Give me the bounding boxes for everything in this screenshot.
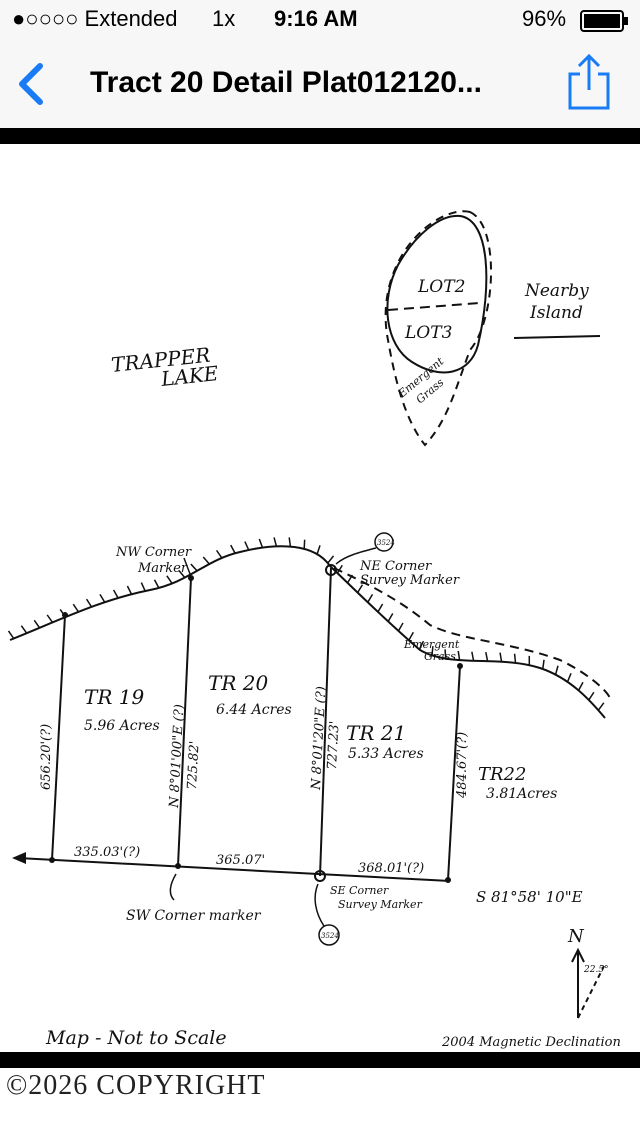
tr19-label: TR 19 xyxy=(84,685,144,709)
tr20-acres: 6.44 Acres xyxy=(216,702,292,718)
south-line-arrow xyxy=(12,852,26,864)
sw-arrow xyxy=(169,873,177,901)
nav-bar: Tract 20 Detail Plat012120... xyxy=(0,40,640,128)
nw-corner-label-1: NW Corner xyxy=(115,545,192,560)
north-arrow xyxy=(571,947,605,1019)
emergent-grass-line xyxy=(333,567,611,699)
zoom-level: 1x xyxy=(212,6,236,31)
sw-corner-label: SW Corner marker xyxy=(126,908,262,924)
tr21-label: TR 21 xyxy=(346,721,406,745)
tr22-west-dimension: 484.67'(?) xyxy=(455,732,470,799)
shoreline-hatching xyxy=(7,537,605,711)
plat-map-image: LOT2 LOT3 Nearby Island Emergent Grass T… xyxy=(0,144,640,1052)
status-bar: ●○○○○ Extended 1x 9:16 AM 96% xyxy=(0,0,640,40)
island-label: Island xyxy=(529,303,583,323)
ne-corner-label-1: NE Corner xyxy=(359,559,432,574)
share-icon xyxy=(568,54,610,110)
se-corner-marker xyxy=(314,870,326,882)
corner-points xyxy=(49,575,463,883)
image-top-border xyxy=(0,128,640,144)
lot2-label: LOT2 xyxy=(417,277,465,297)
nearby-label: Nearby xyxy=(524,281,589,301)
tr20-west-bearing: N 8°01'00"E (?) xyxy=(167,704,187,809)
se-corner-label-2: Survey Marker xyxy=(338,898,423,911)
se-corner-label-1: SE Corner xyxy=(330,884,389,897)
clock: 9:16 AM xyxy=(274,6,358,31)
battery-icon xyxy=(580,10,628,32)
tr20-label: TR 20 xyxy=(208,671,268,695)
tr19-west-dimension: 656.20'(?) xyxy=(39,724,54,790)
se-circle-stamp xyxy=(318,924,340,946)
emergent-grass-label-1: Emergent xyxy=(403,638,460,651)
island-underline xyxy=(513,335,601,339)
tr21-acres: 5.33 Acres xyxy=(348,746,424,762)
tr21-west-length: 727.23' xyxy=(325,720,343,770)
tr21-west-bearing: N 8°01'20"E (?) xyxy=(309,686,329,791)
tr22-acres: 3.81Acres xyxy=(486,786,557,802)
declination-angle: 22.5° xyxy=(583,965,609,975)
tr19-acres: 5.96 Acres xyxy=(84,718,160,734)
share-button[interactable] xyxy=(566,54,612,110)
south-dimension-3: 368.01'(?) xyxy=(358,861,424,876)
back-button[interactable] xyxy=(14,62,50,106)
nw-corner-label-2: Marker xyxy=(137,561,188,576)
north-label: N xyxy=(567,926,585,947)
not-to-scale-note: Map - Not to Scale xyxy=(45,1027,227,1049)
ne-corner-marker xyxy=(325,564,337,576)
south-bearing: S 81°58' 10"E xyxy=(476,888,583,906)
tr22-label: TR22 xyxy=(478,764,526,785)
carrier-signal: ●○○○○ Extended xyxy=(12,6,178,31)
lake-label-2: LAKE xyxy=(159,361,220,391)
battery-percent: 96% xyxy=(522,6,567,31)
se-circle-text: 3524 xyxy=(321,932,339,940)
copyright-watermark: ©2026 COPYRIGHT xyxy=(6,1070,266,1101)
south-dimension-1: 335.03'(?) xyxy=(74,845,140,860)
declination-note: 2004 Magnetic Declination xyxy=(441,1035,621,1050)
emergent-grass-label-2: Grass xyxy=(424,650,456,663)
ne-circle-text: 3524 xyxy=(377,539,395,547)
island xyxy=(384,210,492,447)
image-bottom-border xyxy=(0,1052,640,1068)
ne-circle-stamp xyxy=(374,532,394,552)
ne-corner-label-2: Survey Marker xyxy=(360,573,460,588)
tr20-west-length: 725.82' xyxy=(185,740,203,790)
se-arrow xyxy=(314,883,325,927)
tract-lines xyxy=(17,567,461,882)
lot3-label: LOT3 xyxy=(404,323,452,343)
south-dimension-2: 365.07' xyxy=(216,853,265,868)
ne-arrow xyxy=(335,547,377,565)
nw-arrow xyxy=(183,557,191,575)
page-title: Tract 20 Detail Plat012120... xyxy=(90,66,482,99)
